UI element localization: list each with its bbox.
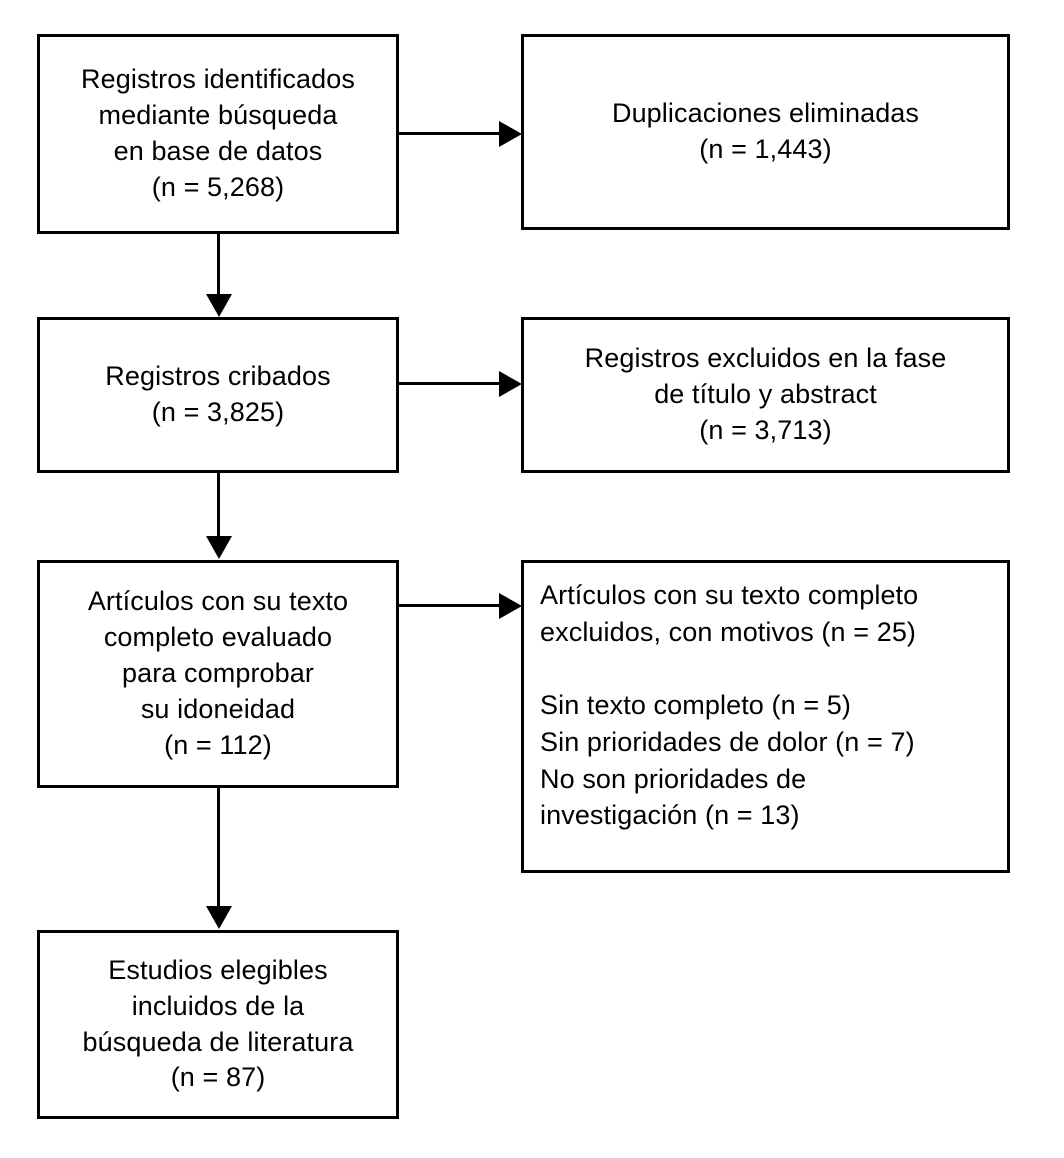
box-duplicates-removed-text: Duplicaciones eliminadas (n = 1,443) (611, 98, 920, 164)
connector-line-horizontal (399, 132, 503, 135)
arrowhead-right-icon (499, 121, 522, 147)
box-records-identified: Registros identificados mediante búsqued… (37, 34, 399, 234)
box-fulltext-excluded-text: Artículos con su texto completo excluido… (540, 580, 919, 831)
connector-line-vertical (217, 473, 220, 537)
connector-line-horizontal (399, 382, 503, 385)
connector-line-vertical (217, 234, 220, 296)
box-duplicates-removed: Duplicaciones eliminadas (n = 1,443) (521, 34, 1010, 230)
arrowhead-down-icon (206, 906, 232, 929)
box-records-screened-text: Registros cribados (n = 3,825) (105, 361, 331, 427)
box-records-identified-text: Registros identificados mediante búsqued… (81, 64, 355, 202)
arrowhead-right-icon (499, 593, 522, 619)
box-fulltext-assessed-text: Artículos con su texto completo evaluado… (87, 586, 349, 760)
connector-line-vertical (217, 788, 220, 908)
box-fulltext-assessed: Artículos con su texto completo evaluado… (37, 560, 399, 788)
box-fulltext-excluded: Artículos con su texto completo excluido… (521, 560, 1010, 873)
arrowhead-right-icon (499, 371, 522, 397)
box-records-screened: Registros cribados (n = 3,825) (37, 317, 399, 473)
connector-line-horizontal (399, 604, 503, 607)
arrowhead-down-icon (206, 294, 232, 317)
box-records-excluded: Registros excluidos en la fase de título… (521, 317, 1010, 473)
box-studies-included-text: Estudios elegibles incluidos de la búsqu… (82, 954, 354, 1093)
box-studies-included: Estudios elegibles incluidos de la búsqu… (37, 930, 399, 1119)
arrowhead-down-icon (206, 536, 232, 559)
box-records-excluded-text: Registros excluidos en la fase de título… (584, 343, 947, 445)
